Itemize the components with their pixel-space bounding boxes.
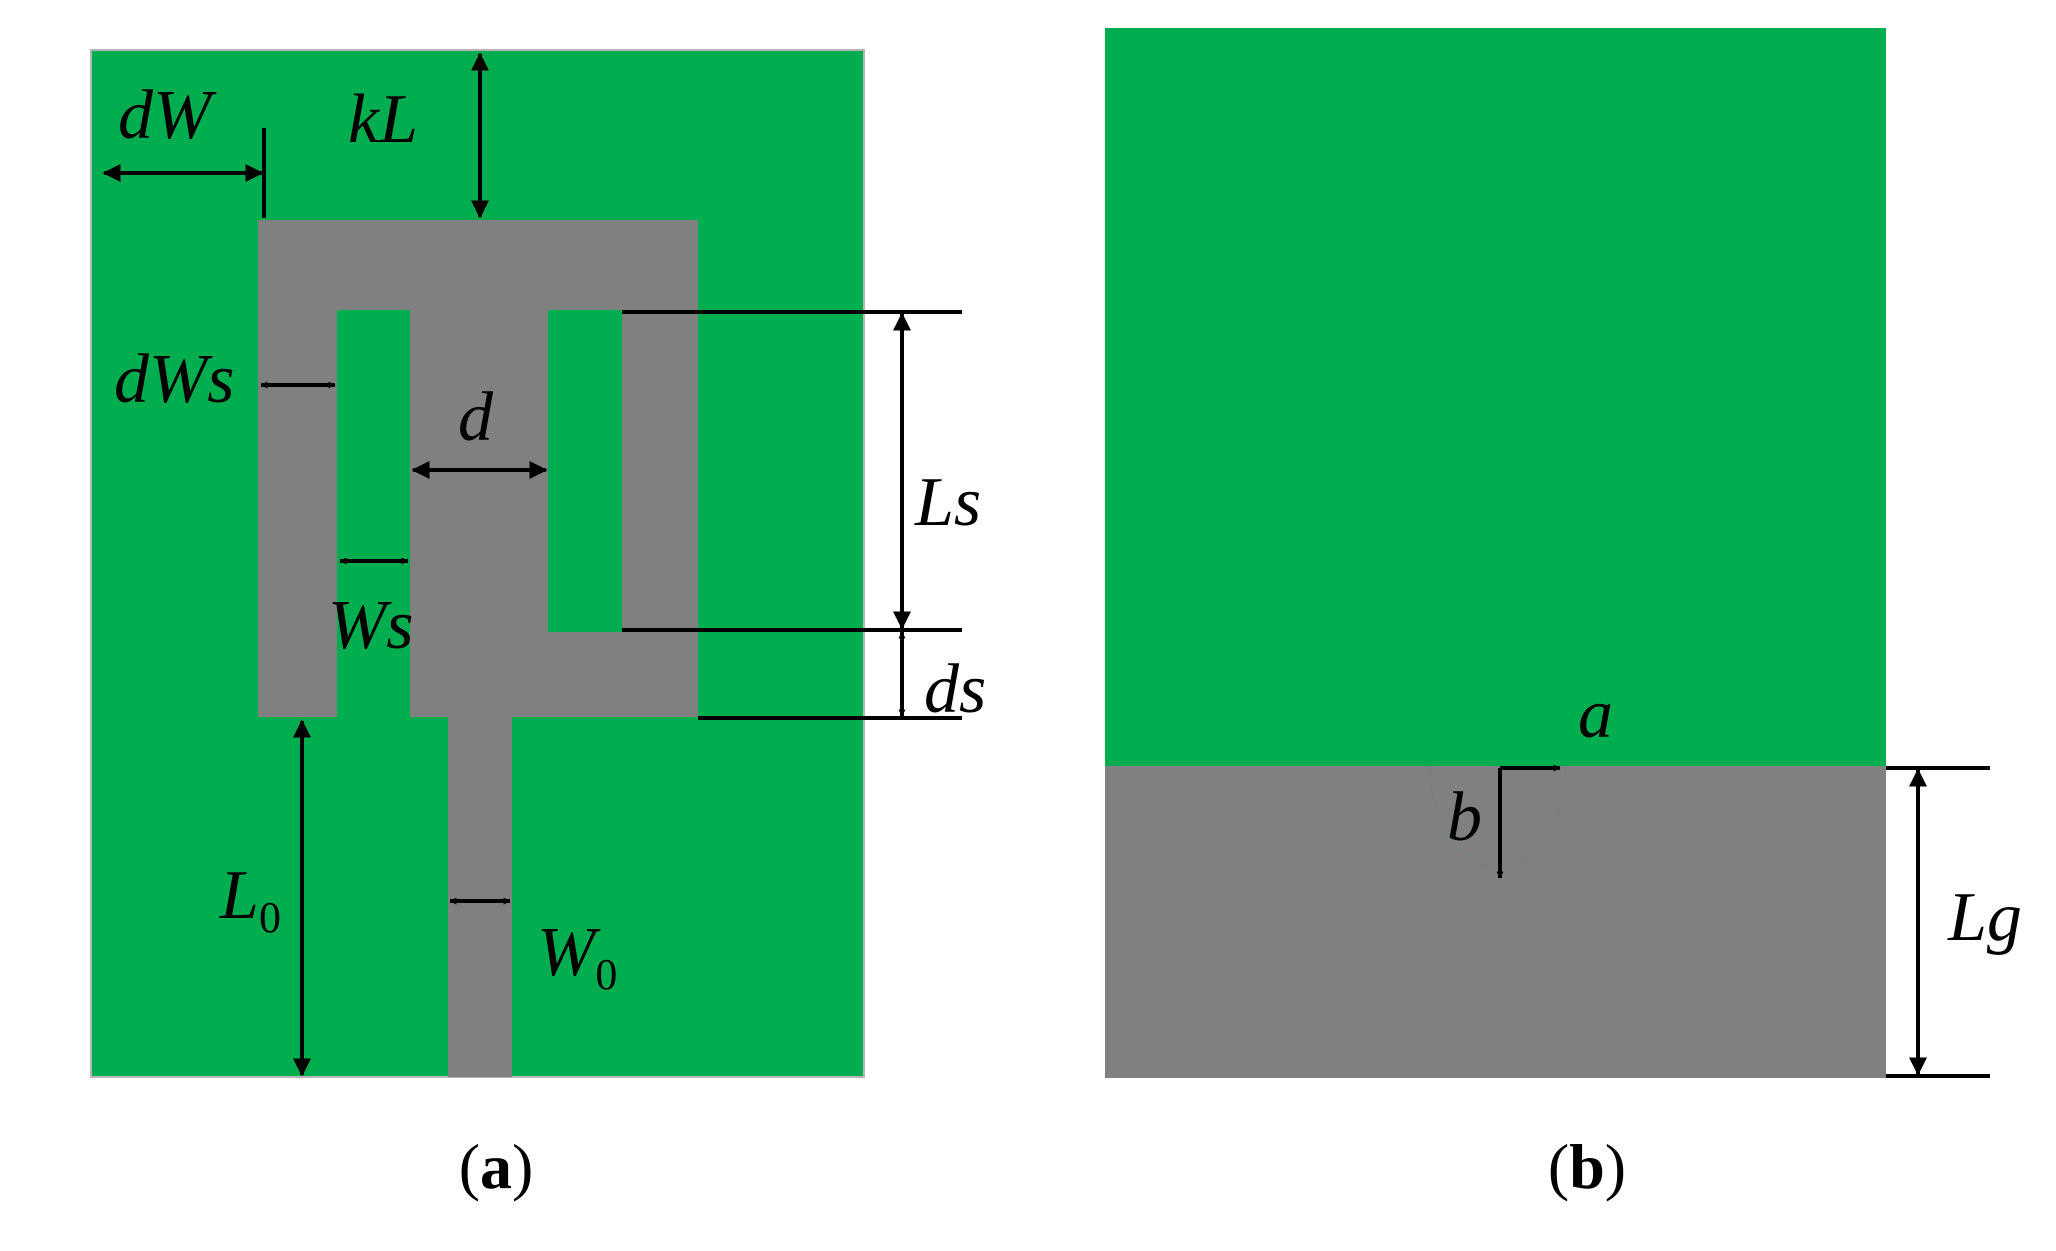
ls-label: Ls — [914, 464, 981, 541]
panel-b-back-view: a b Lg (b) — [1105, 28, 2022, 1202]
b-label: b — [1447, 779, 1482, 856]
dw-label: dW — [118, 77, 217, 154]
ground-plane — [1105, 766, 1886, 1078]
lg-label: Lg — [1947, 879, 2022, 956]
feed-line — [448, 715, 512, 1077]
panel-b-caption: (b) — [1548, 1131, 1626, 1202]
ws-label: Ws — [328, 587, 414, 664]
l0-label: L0 — [219, 857, 281, 942]
dws-label: dWs — [114, 341, 235, 418]
a-label: a — [1578, 676, 1613, 753]
panel-a-front-view: dW kL dWs d Ws Ls ds L0 W0 (a) — [90, 49, 986, 1202]
d-label: d — [458, 379, 494, 456]
panel-a-caption: (a) — [459, 1131, 534, 1202]
ds-label: ds — [924, 651, 986, 728]
kl-label: kL — [348, 81, 418, 158]
w0-label: W0 — [537, 914, 617, 999]
